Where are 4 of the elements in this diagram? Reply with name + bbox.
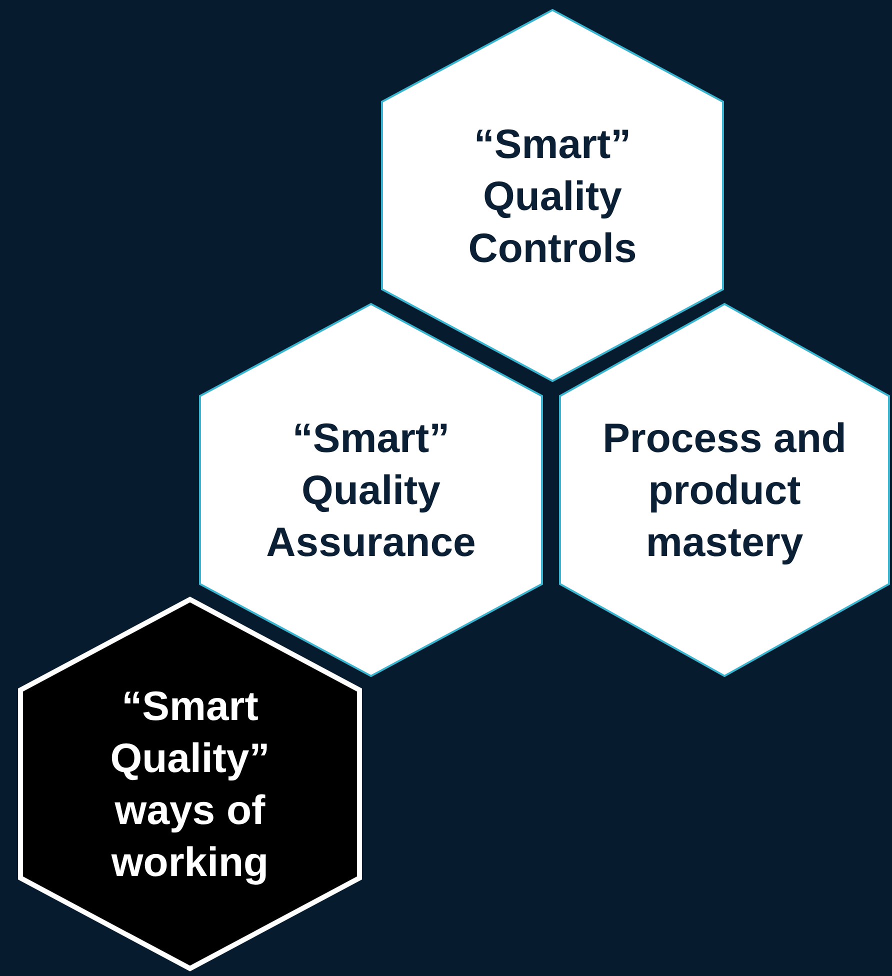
tile-label: “Smart” Quality Assurance [265,414,477,568]
tile-label: “Smart Quality” ways of working [109,682,271,888]
tile-label: Process and product mastery [602,414,848,568]
tile-label: “Smart” Quality Controls [467,119,638,273]
